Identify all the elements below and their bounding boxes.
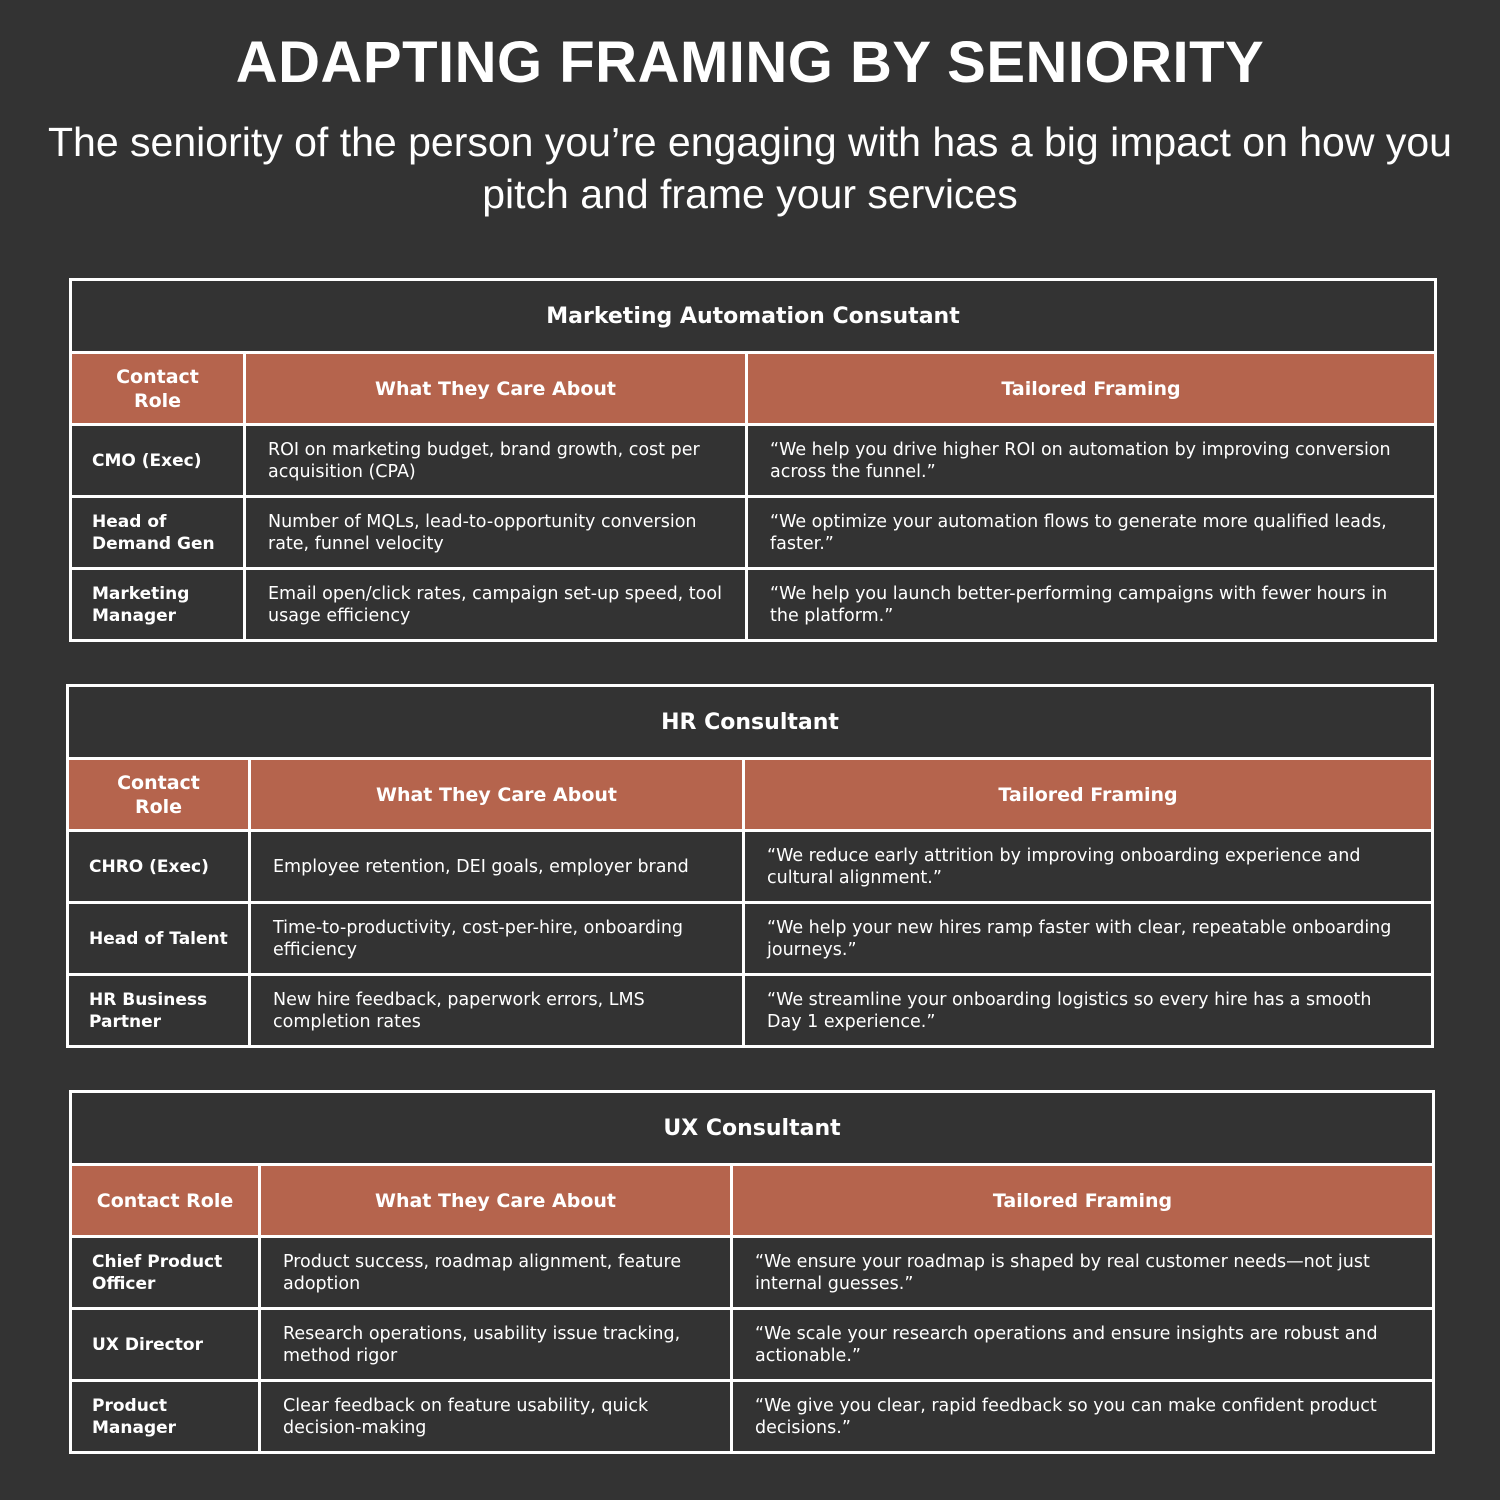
table-row: CHRO (Exec) Employee retention, DEI goal… xyxy=(66,829,1435,904)
care-about-cell: Research operations, usability issue tra… xyxy=(258,1307,733,1382)
care-about-cell: Clear feedback on feature usability, qui… xyxy=(258,1379,733,1454)
marketing-automation-table: Marketing Automation Consutant Contact R… xyxy=(69,278,1437,642)
care-about-cell: Email open/click rates, campaign set-up … xyxy=(243,567,748,642)
table-row: Head of Talent Time-to-productivity, cos… xyxy=(66,901,1435,976)
table-row: Product Manager Clear feedback on featur… xyxy=(69,1379,1436,1454)
table-row: Marketing Manager Email open/click rates… xyxy=(69,567,1437,642)
care-about-cell: Employee retention, DEI goals, employer … xyxy=(248,829,745,904)
table-title: UX Consultant xyxy=(68,1090,1436,1166)
table-row: Chief Product Officer Product success, r… xyxy=(69,1235,1436,1310)
column-header-tailored-framing: Tailored Framing xyxy=(745,351,1437,426)
table-row: HR Business Partner New hire feedback, p… xyxy=(66,973,1435,1048)
tailored-framing-cell: “We help you launch better-performing ca… xyxy=(745,567,1437,642)
contact-role-cell: UX Director xyxy=(69,1307,261,1382)
tailored-framing-cell: “We ensure your roadmap is shaped by rea… xyxy=(729,1235,1436,1310)
column-header-tailored-framing: Tailored Framing xyxy=(729,1163,1436,1238)
column-header-what-they-care-about: What They Care About xyxy=(248,757,745,832)
tailored-framing-cell: “We help your new hires ramp faster with… xyxy=(741,901,1435,976)
column-header-tailored-framing: Tailored Framing xyxy=(741,757,1435,832)
tailored-framing-cell: “We streamline your onboarding logistics… xyxy=(741,973,1435,1048)
table-title: HR Consultant xyxy=(65,684,1435,760)
page-title: ADAPTING FRAMING BY SENIORITY xyxy=(235,30,1265,95)
tailored-framing-cell: “We scale your research operations and e… xyxy=(729,1307,1436,1382)
tailored-framing-cell: “We give you clear, rapid feedback so yo… xyxy=(729,1379,1436,1454)
column-header-contact-role: Contact Role xyxy=(69,1163,261,1238)
table-row: CMO (Exec) ROI on marketing budget, bran… xyxy=(69,423,1437,498)
tailored-framing-cell: “We help you drive higher ROI on automat… xyxy=(745,423,1437,498)
hr-consultant-table: HR Consultant Contact Role What They Car… xyxy=(65,684,1435,1048)
contact-role-cell: CHRO (Exec) xyxy=(66,829,251,904)
table-title: Marketing Automation Consutant xyxy=(69,278,1437,354)
table-row: UX Director Research operations, usabili… xyxy=(69,1307,1436,1382)
page-subtitle: The seniority of the person you’re engag… xyxy=(48,119,1452,217)
contact-role-cell: CMO (Exec) xyxy=(69,423,246,498)
contact-role-cell: Product Manager xyxy=(69,1379,261,1454)
care-about-cell: Product success, roadmap alignment, feat… xyxy=(258,1235,733,1310)
contact-role-cell: Head of Demand Gen xyxy=(69,495,246,570)
column-header-what-they-care-about: What They Care About xyxy=(243,351,748,426)
contact-role-cell: HR Business Partner xyxy=(66,973,251,1048)
care-about-cell: Number of MQLs, lead-to-opportunity conv… xyxy=(243,495,748,570)
care-about-cell: New hire feedback, paperwork errors, LMS… xyxy=(248,973,745,1048)
tailored-framing-cell: “We optimize your automation flows to ge… xyxy=(745,495,1437,570)
column-header-contact-role: Contact Role xyxy=(69,351,246,426)
tailored-framing-cell: “We reduce early attrition by improving … xyxy=(741,829,1435,904)
contact-role-cell: Chief Product Officer xyxy=(69,1235,261,1310)
care-about-cell: ROI on marketing budget, brand growth, c… xyxy=(243,423,748,498)
care-about-cell: Time-to-productivity, cost-per-hire, onb… xyxy=(248,901,745,976)
column-header-contact-role: Contact Role xyxy=(66,757,251,832)
contact-role-cell: Marketing Manager xyxy=(69,567,246,642)
column-header-what-they-care-about: What They Care About xyxy=(258,1163,733,1238)
table-row: Head of Demand Gen Number of MQLs, lead-… xyxy=(69,495,1437,570)
ux-consultant-table: UX Consultant Contact Role What They Car… xyxy=(68,1090,1436,1454)
contact-role-cell: Head of Talent xyxy=(66,901,251,976)
